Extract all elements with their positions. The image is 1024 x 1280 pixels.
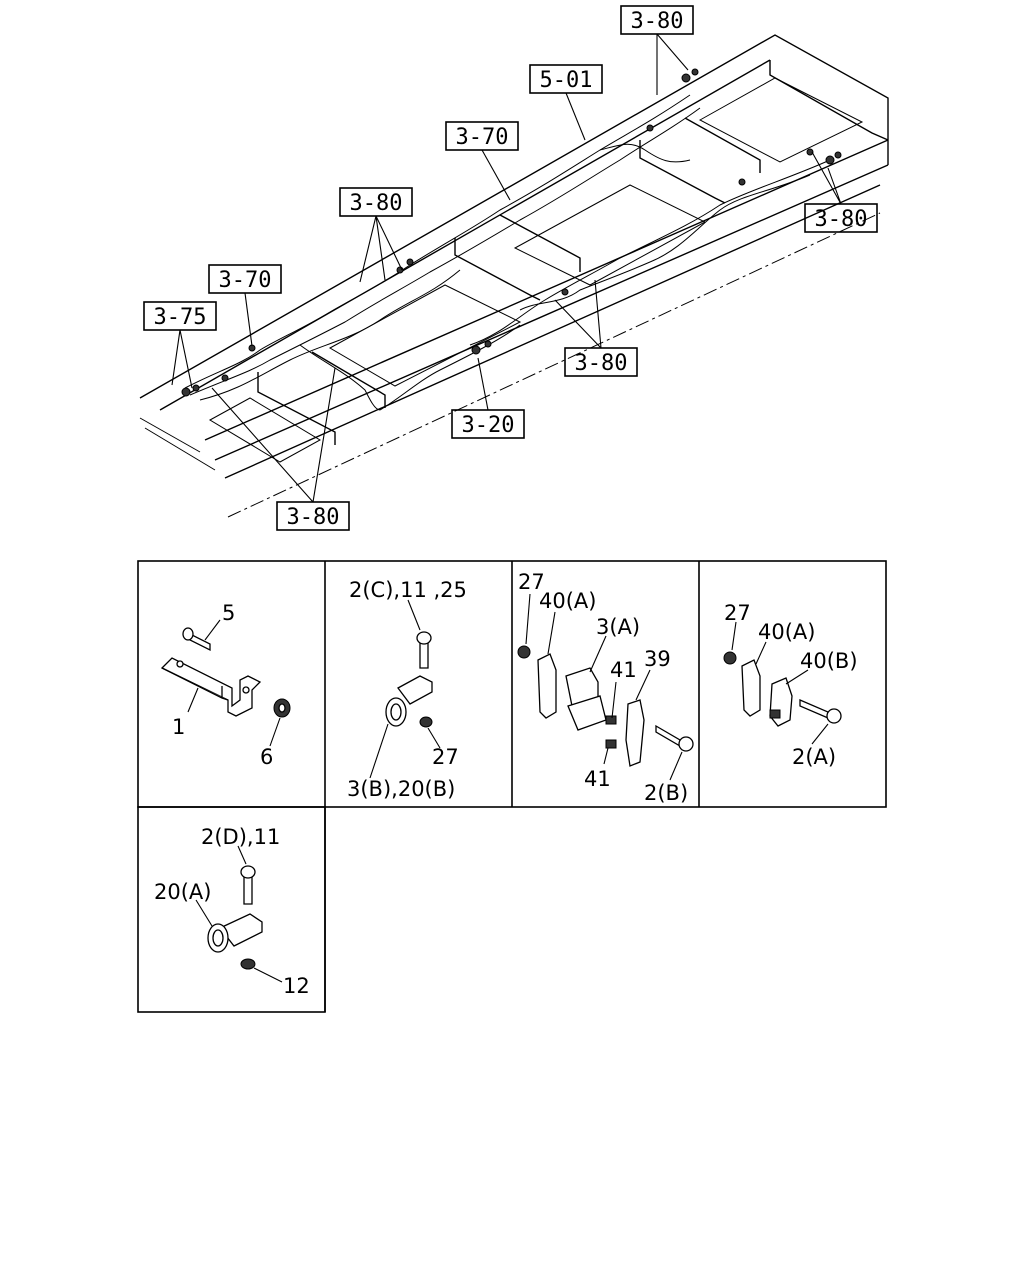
ref-label-3-80-right: 3-80 xyxy=(815,207,868,232)
part-label-40b: 40(B) xyxy=(800,649,858,673)
part-label-3b-20b: 3(B),20(B) xyxy=(347,777,455,801)
ref-label-3-80-bottom: 3-80 xyxy=(287,505,340,530)
part-label-40a-p3: 40(A) xyxy=(539,589,596,613)
part-label-2b: 2(B) xyxy=(644,781,688,805)
part-label-12: 12 xyxy=(283,974,310,998)
part-label-2c-11-25: 2(C),11 ,25 xyxy=(349,578,467,602)
part-label-2d-11: 2(D),11 xyxy=(201,825,280,849)
part-label-27-p4: 27 xyxy=(724,601,751,625)
part-label-5: 5 xyxy=(222,601,235,625)
ref-label-5-01: 5-01 xyxy=(540,68,593,93)
part-label-27-p3: 27 xyxy=(518,570,545,594)
ref-label-3-70-left: 3-70 xyxy=(219,268,272,293)
part-label-27-p2: 27 xyxy=(432,745,459,769)
detail-panel-3: 27 40(A) 3(A) 39 41 41 2(B) xyxy=(517,570,694,805)
ref-label-3-20: 3-20 xyxy=(462,413,515,438)
ref-label-3-70-upper: 3-70 xyxy=(456,125,509,150)
part-label-2a: 2(A) xyxy=(792,745,836,769)
ref-label-3-80-mid-right: 3-80 xyxy=(575,351,628,376)
reference-callouts: 3-80 5-01 3-70 3-80 3-80 3-70 3-75 3-80 xyxy=(143,5,878,531)
ref-label-3-80-upper-left: 3-80 xyxy=(350,191,403,216)
part-label-6: 6 xyxy=(260,745,273,769)
detail-panel-1: 5 1 6 xyxy=(160,601,291,769)
part-label-39: 39 xyxy=(644,647,671,671)
part-label-1: 1 xyxy=(172,715,185,739)
part-label-41-upper: 41 xyxy=(610,658,637,682)
detail-panel-2: 2(C),11 ,25 27 3(B),20(B) xyxy=(347,578,467,801)
chassis-frame-illustration xyxy=(139,34,889,518)
ref-label-3-80-top: 3-80 xyxy=(631,9,684,34)
part-label-41-lower: 41 xyxy=(584,767,611,791)
detail-grid xyxy=(137,560,887,1013)
detail-panel-5: 2(D),11 20(A) 12 xyxy=(154,825,310,998)
part-label-20a: 20(A) xyxy=(154,880,211,904)
detail-panel-4: 27 40(A) 40(B) 2(A) xyxy=(723,601,858,769)
ref-label-3-75: 3-75 xyxy=(154,305,207,330)
part-label-40a-p4: 40(A) xyxy=(758,620,815,644)
part-label-3a: 3(A) xyxy=(596,615,640,639)
